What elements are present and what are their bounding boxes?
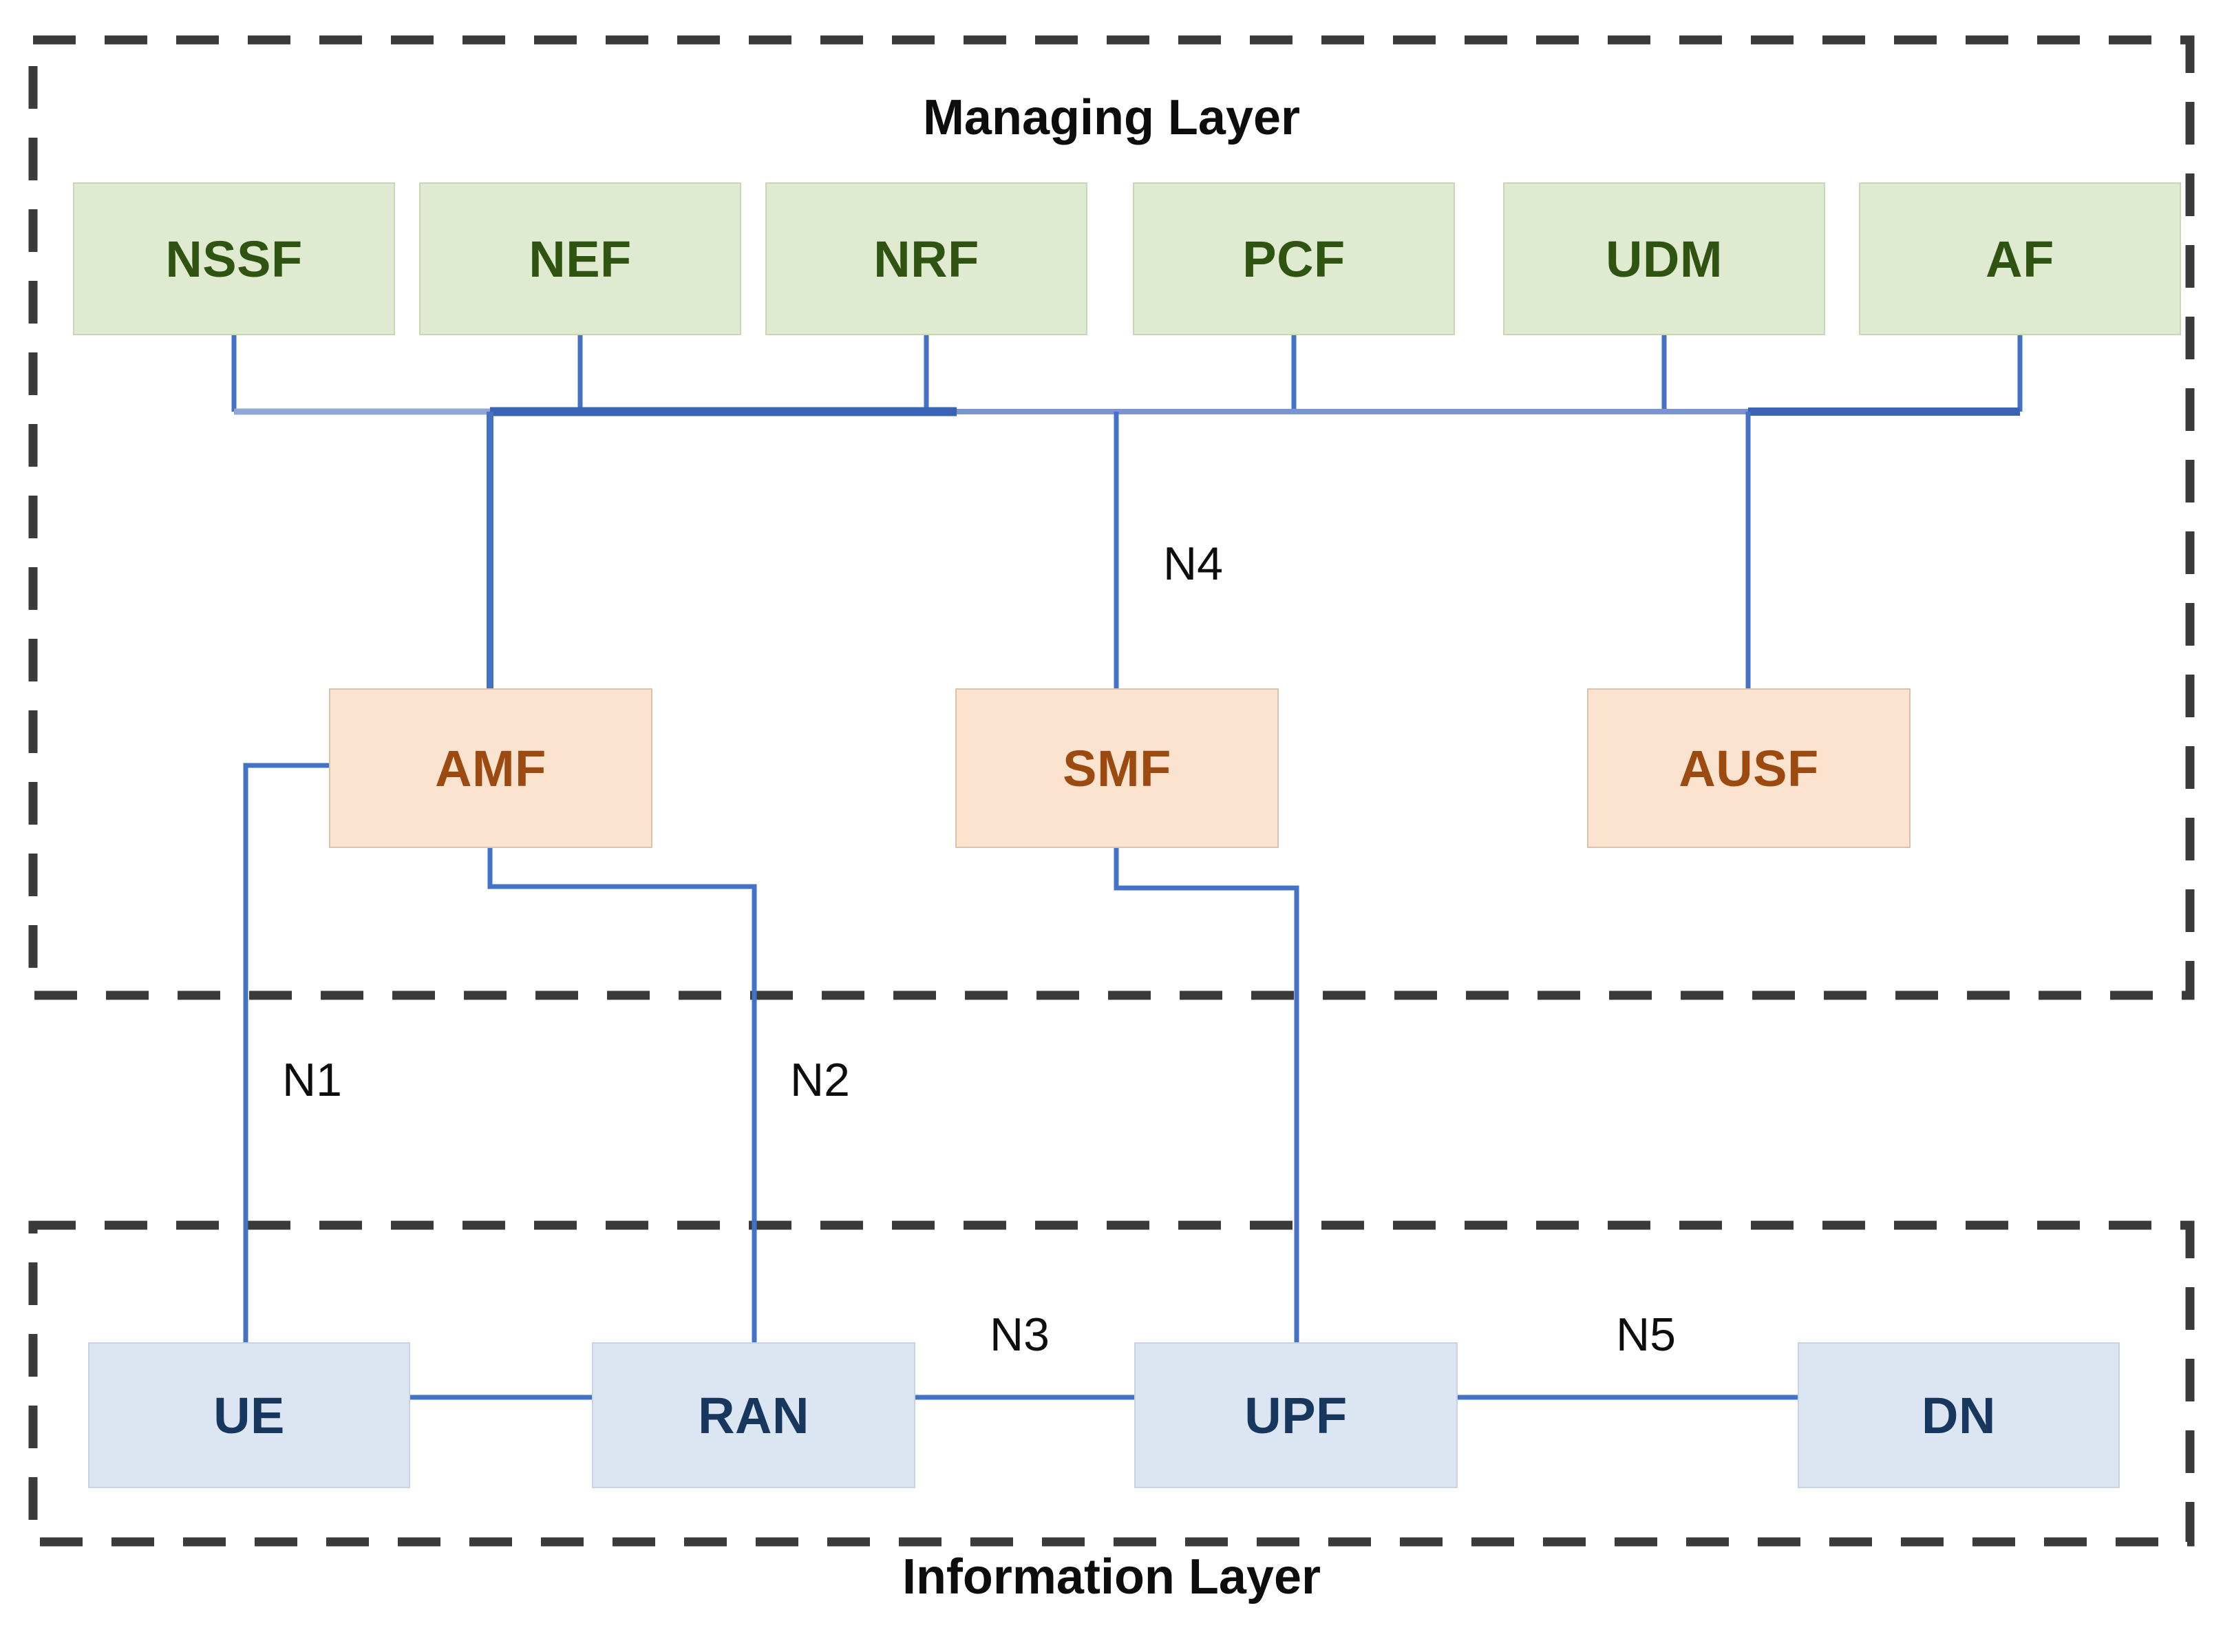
node-ran[interactable]: RAN xyxy=(592,1342,915,1488)
node-amf-label: AMF xyxy=(435,739,546,797)
edge-label-n5: N5 xyxy=(1616,1309,1676,1361)
node-udm[interactable]: UDM xyxy=(1503,182,1825,335)
managing-layer-container xyxy=(28,35,2195,1000)
node-nrf-label: NRF xyxy=(873,230,979,288)
information-layer-container xyxy=(28,1220,2195,1547)
node-udm-label: UDM xyxy=(1605,230,1723,288)
node-nssf-label: NSSF xyxy=(165,230,303,288)
link-amf-ue-n1 xyxy=(243,763,329,1342)
node-af[interactable]: AF xyxy=(1859,182,2181,335)
node-ausf[interactable]: AUSF xyxy=(1587,688,1911,848)
edge-label-n4: N4 xyxy=(1163,538,1223,590)
node-dn[interactable]: DN xyxy=(1798,1342,2120,1488)
node-pcf[interactable]: PCF xyxy=(1133,182,1455,335)
edge-label-n2: N2 xyxy=(790,1054,850,1106)
node-ran-label: RAN xyxy=(698,1386,809,1444)
node-nef[interactable]: NEF xyxy=(419,182,741,335)
node-ausf-label: AUSF xyxy=(1679,739,1819,797)
node-nrf[interactable]: NRF xyxy=(765,182,1087,335)
link-amf-ran-n2 xyxy=(487,848,757,1342)
node-ue-label: UE xyxy=(213,1386,285,1444)
node-nef-label: NEF xyxy=(529,230,632,288)
managing-layer-title: Managing Layer xyxy=(922,90,1301,145)
node-pcf-label: PCF xyxy=(1242,230,1346,288)
node-dn-label: DN xyxy=(1922,1386,1996,1444)
link-smf-upf-n4 xyxy=(1114,848,1299,1342)
node-ue[interactable]: UE xyxy=(88,1342,410,1488)
node-af-label: AF xyxy=(1986,230,2054,288)
node-amf[interactable]: AMF xyxy=(329,688,652,848)
node-upf[interactable]: UPF xyxy=(1134,1342,1458,1488)
node-nssf[interactable]: NSSF xyxy=(73,182,395,335)
node-smf[interactable]: SMF xyxy=(955,688,1279,848)
information-layer-title: Information Layer xyxy=(902,1549,1321,1605)
node-upf-label: UPF xyxy=(1244,1386,1348,1444)
edge-label-n1: N1 xyxy=(282,1054,342,1106)
edge-label-n3: N3 xyxy=(990,1309,1050,1361)
node-smf-label: SMF xyxy=(1063,739,1171,797)
